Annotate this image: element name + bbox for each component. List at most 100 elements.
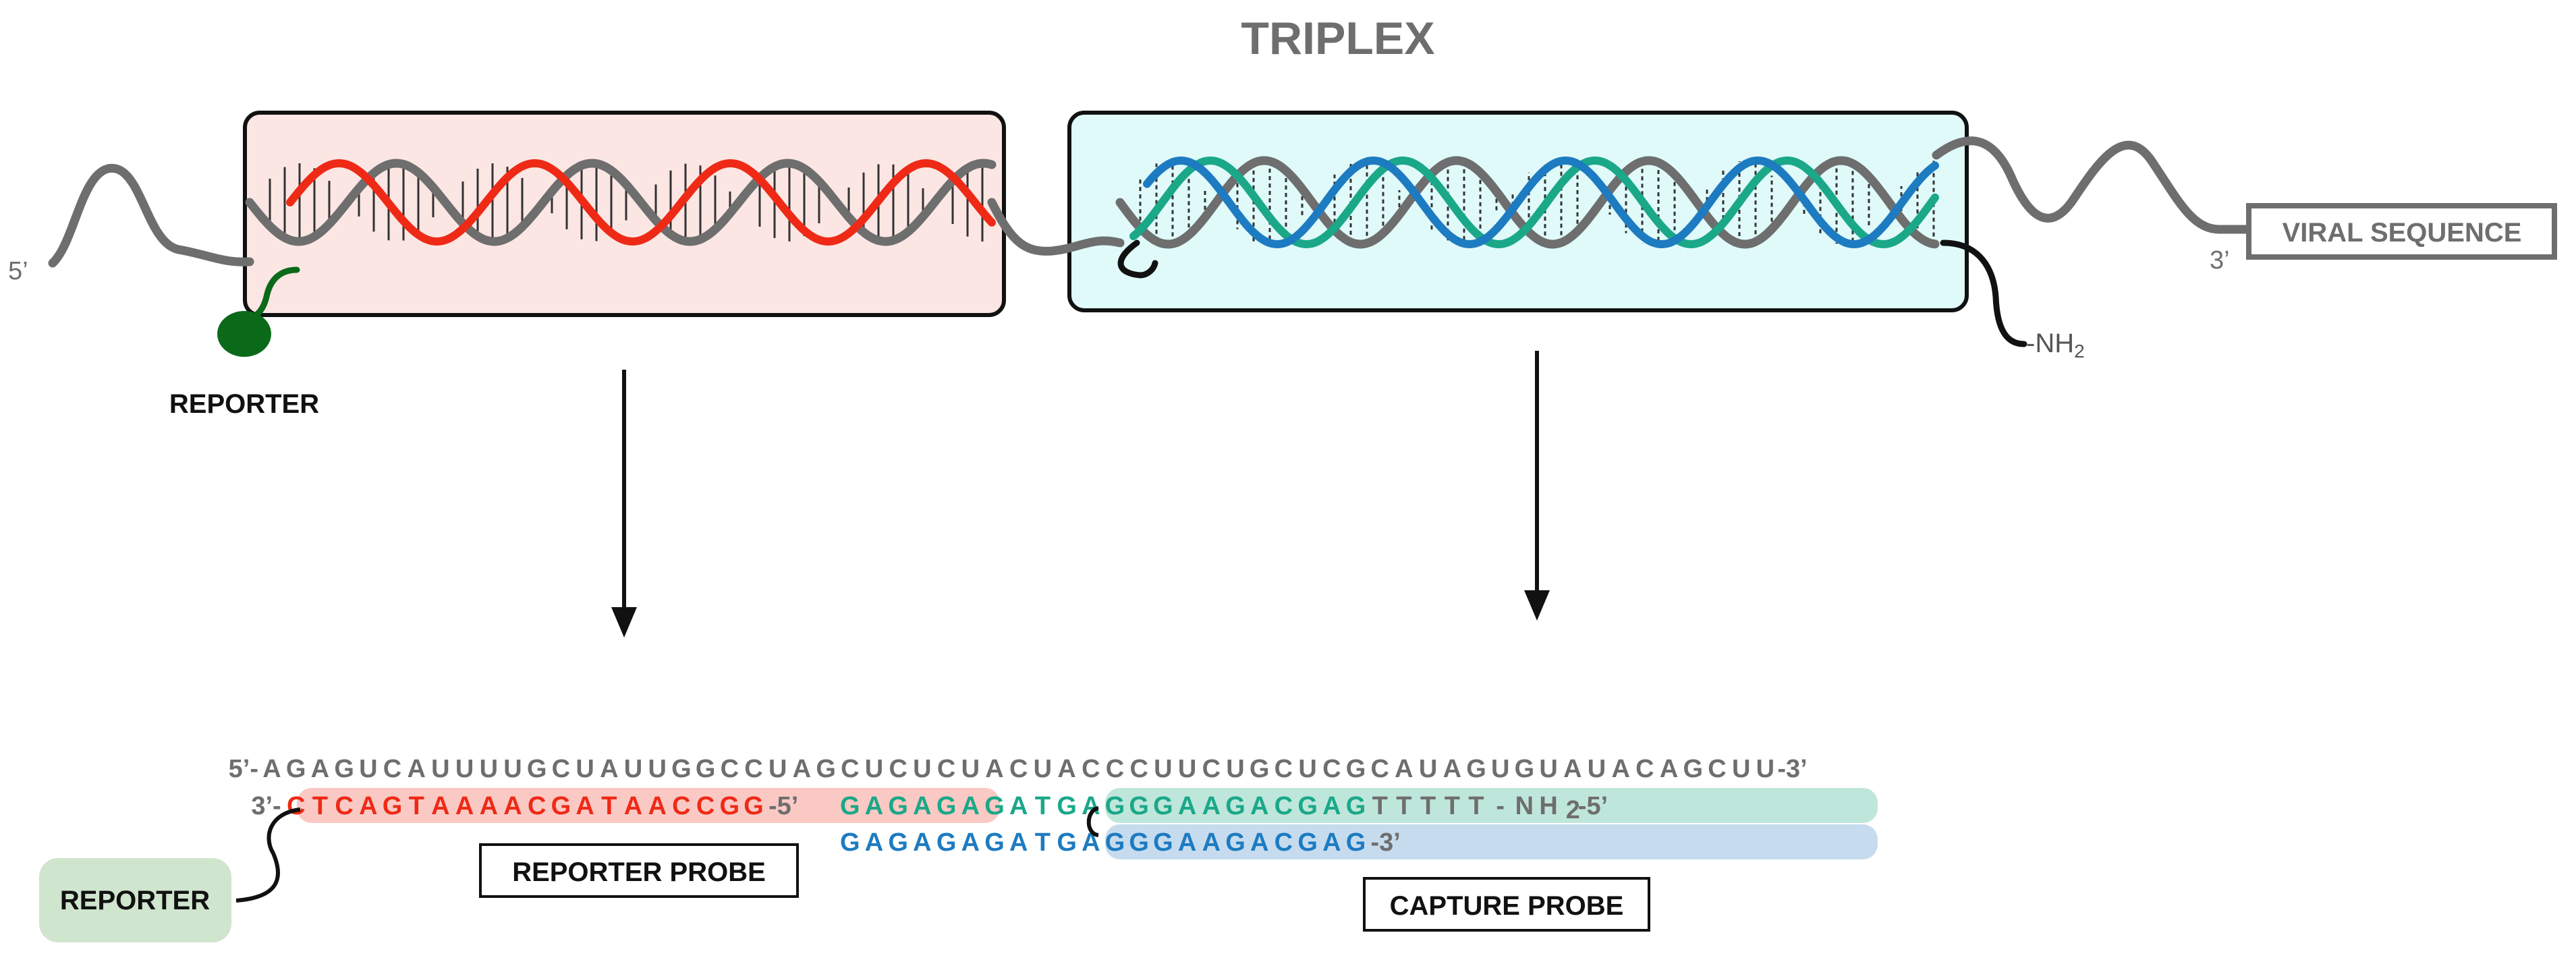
capture-green-highlight [1105, 788, 1878, 823]
helix-layer [245, 156, 1940, 249]
viral-strand-left-tail [48, 164, 254, 268]
reporter-probe-letter: G [383, 792, 403, 820]
reporter-probe-letter: A [359, 792, 377, 820]
viral-seq-letter: U [431, 755, 449, 783]
capture-blue-letter: A [1202, 828, 1221, 857]
reporter-probe-letter: A [480, 792, 498, 820]
nh2-text: -NH [2026, 329, 2074, 358]
viral-strand-duplex [245, 159, 997, 246]
reporter-seq-prefix: 3’- [251, 792, 281, 820]
capture-green-letter: G [840, 792, 860, 820]
viral-seq-letter: C [552, 755, 570, 783]
viral-seq-letter: C [1009, 755, 1028, 783]
capture-blue-letter: A [865, 828, 883, 857]
viral-seq-letter: G [1346, 755, 1366, 783]
viral-seq-letter: G [1466, 755, 1486, 783]
viral-seq-letter: C [841, 755, 859, 783]
capture-green-letter: A [865, 792, 883, 820]
viral-seq-letter: C [1370, 755, 1389, 783]
capture-green-letter: G [888, 792, 908, 820]
viral-seq-letter: A [600, 755, 618, 783]
capture-tail-letter: H [1539, 792, 1557, 820]
viral-seq-letter: U [624, 755, 642, 783]
capture-blue-letter: A [913, 828, 931, 857]
capture-green-letter: A [1202, 792, 1221, 820]
reporter-probe-letter: T [601, 792, 617, 820]
viral-seq-letter: A [1611, 755, 1629, 783]
capture-probe-label: CAPTURE PROBE [1390, 891, 1624, 921]
viral-sequence-label: VIRAL SEQUENCE [2283, 218, 2522, 248]
capture-blue-strand [1143, 156, 1939, 249]
capture-blue-letter: G [1105, 828, 1125, 857]
capture-blue-letter: G [1057, 828, 1077, 857]
capture-blue-highlight [1105, 824, 1878, 859]
viral-seq-letter: G [671, 755, 692, 783]
viral-seq-letter: G [527, 755, 547, 783]
reporter-probe-letter: A [624, 792, 642, 820]
reporter-probe-letter: A [455, 792, 474, 820]
viral-seq-letter: A [1443, 755, 1461, 783]
capture-blue-letter: G [840, 828, 860, 857]
capture-bracket [1086, 806, 1099, 837]
capture-green-strand [1129, 156, 1939, 249]
reporter-label-bottom: REPORTER [60, 886, 210, 915]
capture-tail-letter: T [1396, 792, 1411, 820]
viral-seq-letter: A [1563, 755, 1581, 783]
capture-tail-letter: T [1468, 792, 1484, 820]
viral-seq-letter: U [1491, 755, 1509, 783]
viral-seq-letter: U [1732, 755, 1750, 783]
capture-blue-letter: A [961, 828, 980, 857]
three-prime-label: 3’ [2210, 246, 2230, 275]
capture-blue-letter: C [1275, 828, 1293, 857]
reporter-label-top: REPORTER [169, 389, 319, 419]
capture-green-letter: G [1057, 792, 1077, 820]
capture-blue-letter: A [1178, 828, 1196, 857]
reporter-probe-letter: C [696, 792, 715, 820]
viral-seq-letter: C [1322, 755, 1341, 783]
viral-seq-letter: C [744, 755, 762, 783]
reporter-probe-label: REPORTER PROBE [512, 857, 766, 887]
viral-seq-suffix: -3’ [1777, 755, 1807, 783]
viral-seq-letter: U [1226, 755, 1244, 783]
viral-seq-letter: U [1756, 755, 1774, 783]
capture-blue-letter: G [1129, 828, 1149, 857]
viral-seq-letter: U [913, 755, 931, 783]
capture-blue-letter: A [1250, 828, 1268, 857]
viral-seq-letter: A [407, 755, 425, 783]
capture-blue-letter: A [1009, 828, 1028, 857]
reporter-probe-letter: A [576, 792, 594, 820]
capture-tail-end: -5’ [1578, 792, 1608, 820]
capture-green-letter: A [1009, 792, 1028, 820]
capture-probe-label-box [1363, 877, 1650, 932]
viral-seq-letter: C [1106, 755, 1124, 783]
capture-blue-letter: G [1153, 828, 1173, 857]
reporter-probe-highlight [297, 788, 1000, 823]
capture-blue-letter: T [1035, 828, 1051, 857]
capture-tail-letter: T [1420, 792, 1436, 820]
capture-blue-letter: G [888, 828, 908, 857]
reporter-probe-letter: A [648, 792, 666, 820]
capture-green-letter: A [1178, 792, 1196, 820]
viral-seq-letter: U [768, 755, 787, 783]
viral-seq-prefix: 5’- [229, 755, 258, 783]
viral-seq-letter: A [262, 755, 281, 783]
capture-blue-letter: G [984, 828, 1005, 857]
viral-seq-letter: G [334, 755, 354, 783]
viral-seq-letter: C [1708, 755, 1726, 783]
viral-seq-letter: A [793, 755, 811, 783]
capture-green-letter: A [1322, 792, 1341, 820]
viral-seq-letter: G [1683, 755, 1704, 783]
viral-seq-letter: A [311, 755, 329, 783]
title: TRIPLEX [1241, 13, 1434, 64]
capture-green-letter: A [913, 792, 931, 820]
capture-blue-letter: G [936, 828, 957, 857]
viral-seq-letter: U [1154, 755, 1172, 783]
reporter-probe-letter: C [287, 792, 305, 820]
capture-green-letter: G [984, 792, 1005, 820]
nh2-linker [1940, 239, 2027, 347]
viral-seq-letter: U [1419, 755, 1437, 783]
capture-green-letter: A [961, 792, 980, 820]
reporter-probe-letter: C [335, 792, 353, 820]
